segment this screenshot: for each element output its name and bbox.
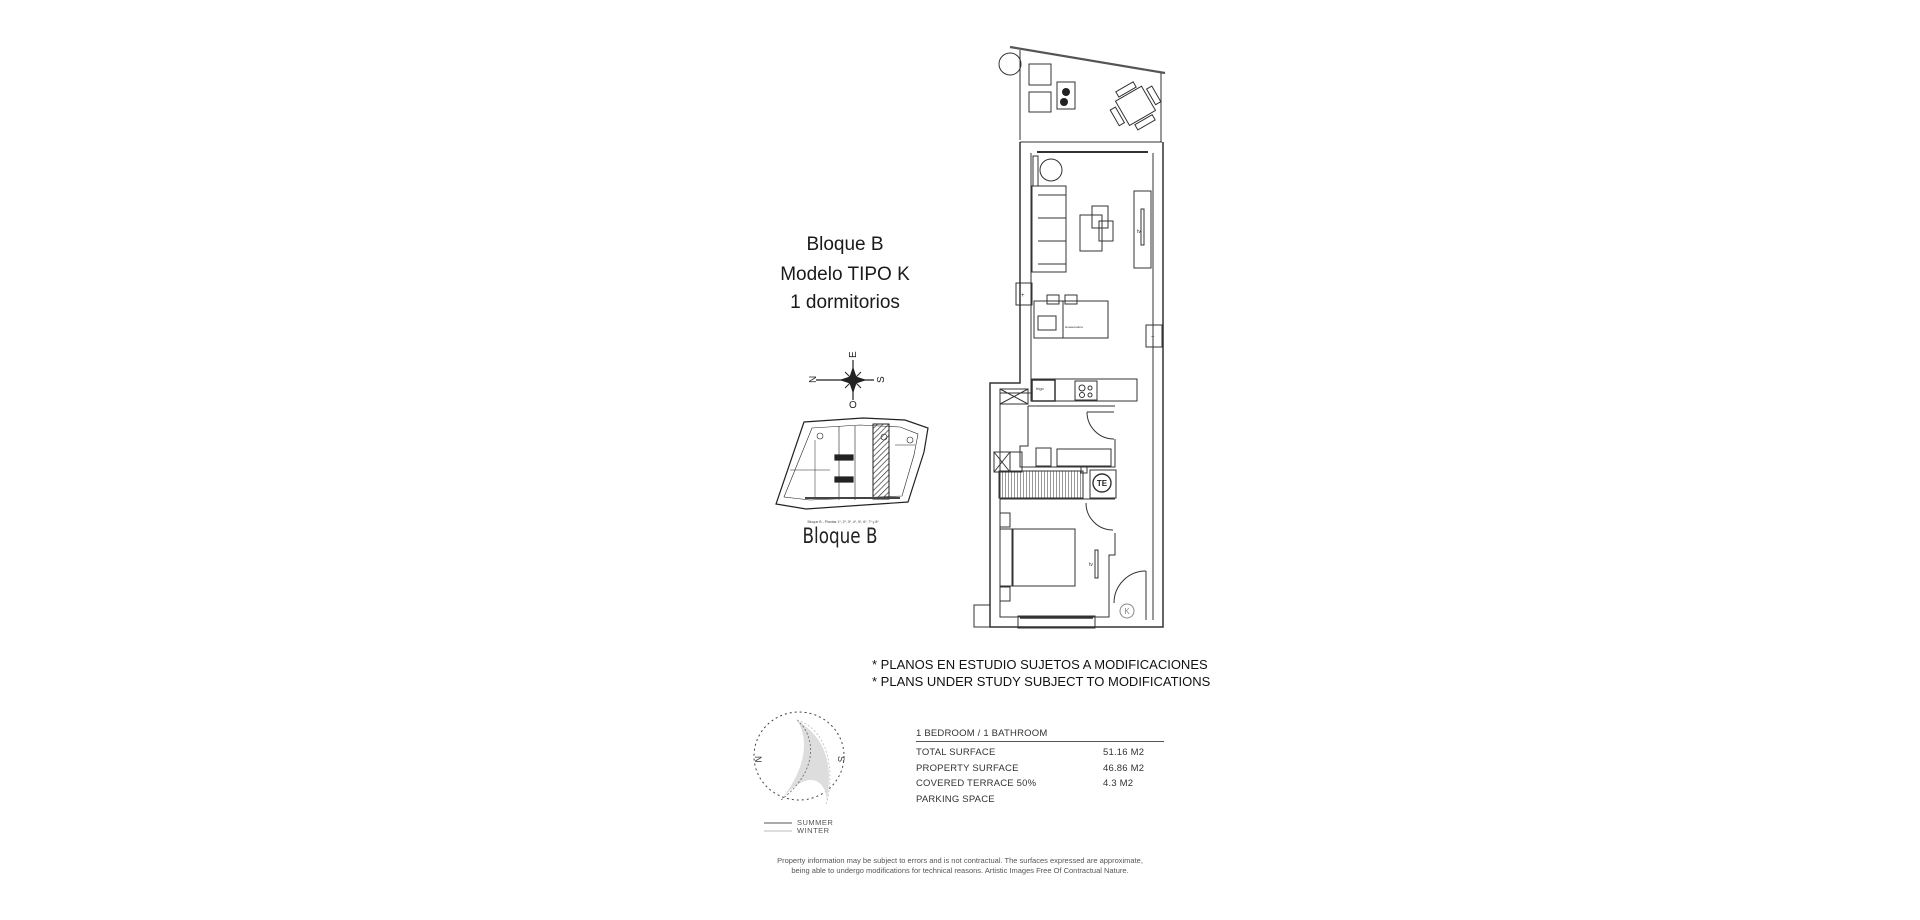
model-mark-label: K — [1124, 607, 1130, 616]
spec-value: 4.3 M2 — [1103, 778, 1134, 789]
spec-label: COVERED TERRACE 50% — [916, 778, 1037, 789]
compass-rose-icon — [816, 360, 874, 400]
svg-text:+: + — [1151, 335, 1155, 341]
washer-label: lavasecadora — [1065, 325, 1083, 329]
spec-row: PROPERTY SURFACE 46.86 M2 — [916, 763, 1164, 779]
compass-west: O — [849, 400, 857, 411]
compass-south: S — [876, 376, 887, 383]
sun-path-diagram — [753, 711, 845, 832]
compass-east: E — [848, 351, 859, 358]
floor-plan: tv + + lavasecadora frigo TE — [973, 45, 1166, 629]
disclaimer-line: Property information may be subject to e… — [777, 856, 1143, 865]
spec-label: PROPERTY SURFACE — [916, 762, 1019, 774]
location-plan — [775, 417, 929, 510]
notes: * PLANOS EN ESTUDIO SUJETOS A MODIFICACI… — [872, 656, 1210, 690]
spec-value: 51.16 M2 — [1103, 747, 1145, 758]
spec-label: TOTAL SURFACE — [916, 747, 996, 758]
note-es: * PLANOS EN ESTUDIO SUJETOS A MODIFICACI… — [872, 657, 1208, 672]
compass-north: N — [808, 376, 819, 383]
location-plan-small-caption: Bloque B - Plantas 1º, 2º, 3º, 4º, 5º, 6… — [807, 520, 879, 524]
spec-row: PARKING SPACE — [916, 794, 1164, 810]
block-title: Bloque B — [806, 234, 884, 255]
disclaimer-line: being able to undergo modifications for … — [791, 866, 1129, 875]
specs-heading: 1 BEDROOM / 1 BATHROOM — [916, 728, 1164, 742]
sun-south-label: S — [836, 756, 846, 762]
sun-north-label: N — [753, 756, 763, 763]
specs-table: 1 BEDROOM / 1 BATHROOM TOTAL SURFACE 51.1… — [916, 728, 1164, 809]
spec-row: COVERED TERRACE 50% 4.3 M2 — [916, 778, 1164, 794]
note-en: * PLANS UNDER STUDY SUBJECT TO MODIFICAT… — [872, 674, 1211, 689]
disclaimer: Property information may be subject to e… — [740, 856, 1180, 876]
water-heater-label: TE — [1097, 479, 1108, 488]
spec-value: 46.86 M2 — [1103, 762, 1145, 774]
fridge-label: frigo — [1036, 386, 1045, 391]
spec-label: PARKING SPACE — [916, 793, 995, 805]
bedroom-tv-label: tv — [1089, 562, 1093, 568]
location-plan-caption: Bloque B — [802, 524, 878, 548]
bedrooms-title: 1 dormitorios — [790, 292, 900, 313]
svg-text:+: + — [1021, 293, 1025, 299]
tv-label: tv — [1137, 229, 1141, 235]
model-title: Modelo TIPO K — [780, 264, 910, 285]
legend-winter: WINTER — [797, 826, 830, 835]
legend-summer: SUMMER — [797, 818, 833, 827]
spec-row: TOTAL SURFACE 51.16 M2 — [916, 747, 1164, 763]
